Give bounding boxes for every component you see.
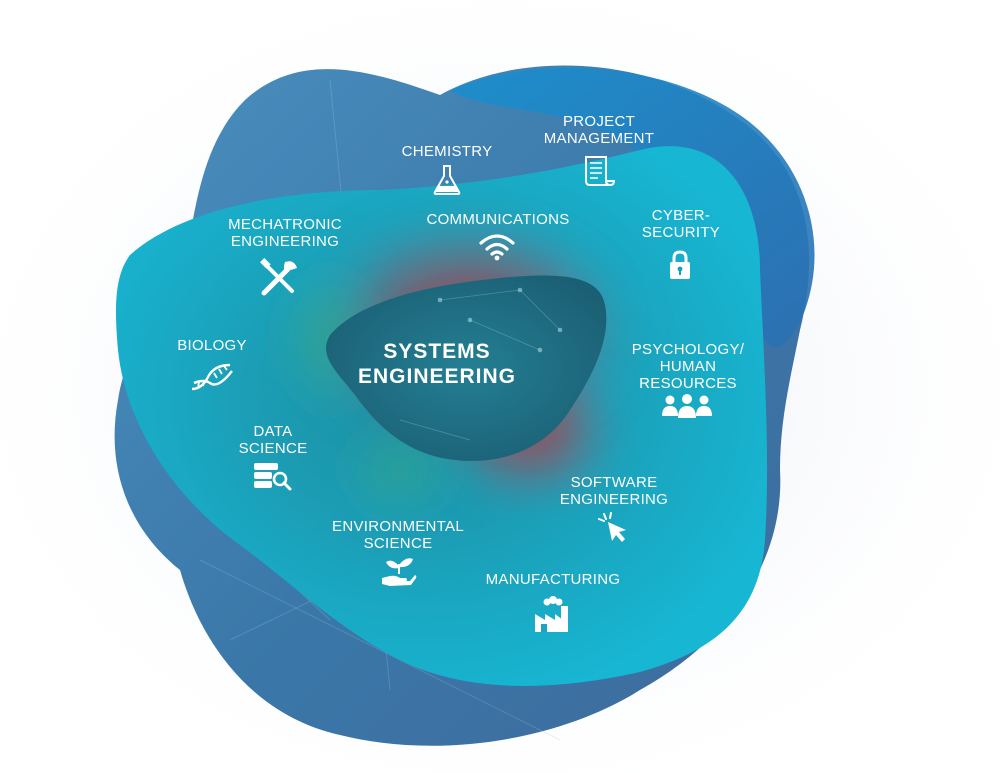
dna-icon xyxy=(191,363,233,391)
label-mechatronic-line2: ENGINEERING xyxy=(230,233,340,250)
right-lobe xyxy=(450,67,815,348)
center-blob xyxy=(326,275,607,461)
label-cybersecurity: CYBER- SECURITY xyxy=(642,207,720,241)
label-environmental-line2: SCIENCE xyxy=(363,535,433,552)
tools-icon xyxy=(260,258,297,296)
label-software: SOFTWARE ENGINEERING xyxy=(560,474,668,508)
label-data-science: DATA SCIENCE xyxy=(239,423,308,457)
center-network xyxy=(399,287,563,441)
plant-hand-icon xyxy=(382,558,417,586)
label-cybersecurity-line2: SECURITY xyxy=(641,224,721,241)
label-communications-line1: COMMUNICATIONS xyxy=(426,211,570,228)
label-communications: COMMUNICATIONS xyxy=(426,211,569,228)
wifi-icon xyxy=(479,234,515,261)
label-environmental-line1: ENVIRONMENTAL xyxy=(332,518,464,535)
label-manufacturing: MANUFACTURING xyxy=(486,571,621,588)
label-biology: BIOLOGY xyxy=(177,337,247,354)
label-psychology-line3: RESOURCES xyxy=(639,375,737,392)
label-project-management-line2: MANAGEMENT xyxy=(543,130,655,147)
scroll-icon xyxy=(585,156,616,187)
people-icon xyxy=(662,394,712,418)
label-mechatronic: MECHATRONIC ENGINEERING xyxy=(228,216,342,250)
center-title-line2: ENGINEERING xyxy=(357,365,517,388)
label-chemistry: CHEMISTRY xyxy=(402,143,493,160)
factory-icon xyxy=(535,596,568,632)
label-cybersecurity-line1: CYBER- xyxy=(651,207,711,224)
label-data-science-line2: SCIENCE xyxy=(238,440,308,457)
label-biology-line1: BIOLOGY xyxy=(177,337,247,354)
label-manufacturing-line1: MANUFACTURING xyxy=(485,571,621,588)
center-title-line1: SYSTEMS xyxy=(383,340,491,363)
center-title: SYSTEMS ENGINEERING xyxy=(358,339,516,389)
flask-icon xyxy=(433,165,461,195)
label-psychology-line2: HUMAN xyxy=(659,358,717,375)
lock-icon xyxy=(670,250,690,279)
label-data-science-line1: DATA xyxy=(253,423,293,440)
label-software-line1: SOFTWARE xyxy=(570,474,658,491)
label-project-management: PROJECT MANAGEMENT xyxy=(544,113,655,147)
label-chemistry-line1: CHEMISTRY xyxy=(401,143,493,160)
label-mechatronic-line1: MECHATRONIC xyxy=(228,216,342,233)
database-search-icon xyxy=(254,463,292,491)
label-environmental: ENVIRONMENTAL SCIENCE xyxy=(332,518,464,552)
label-psychology-line1: PSYCHOLOGY/ xyxy=(631,341,745,358)
label-software-line2: ENGINEERING xyxy=(559,491,669,508)
cursor-click-icon xyxy=(598,512,626,542)
label-psychology: PSYCHOLOGY/ HUMAN RESOURCES xyxy=(632,341,745,392)
label-project-management-line1: PROJECT xyxy=(562,113,636,130)
